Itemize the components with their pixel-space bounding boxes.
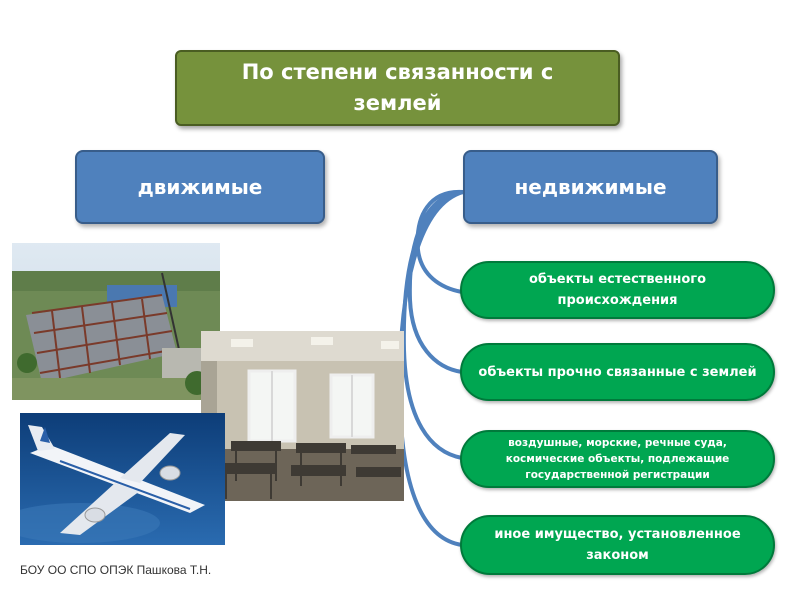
classroom-photo bbox=[201, 331, 404, 501]
immovable-item-label: воздушные, морские, речные суда, космиче… bbox=[505, 437, 730, 481]
title-box: По степени связанности с землей bbox=[175, 50, 620, 126]
category-movable-label: движимые bbox=[137, 175, 263, 199]
category-immovable: недвижимые bbox=[463, 150, 718, 224]
immovable-item-label: объекты прочно связанные с землей bbox=[478, 364, 757, 380]
immovable-item-label: объекты естественного происхождения bbox=[528, 272, 706, 308]
immovable-item-label: иное имущество, установленное законом bbox=[494, 527, 741, 563]
immovable-item-natural-objects: объекты естественного происхождения bbox=[460, 261, 775, 319]
immovable-item-other-property: иное имущество, установленное законом bbox=[460, 515, 775, 575]
immovable-item-registered-vessels: воздушные, морские, речные суда, космиче… bbox=[460, 430, 775, 488]
category-immovable-label: недвижимые bbox=[514, 175, 667, 199]
footer-author: БОУ ОО СПО ОПЭК Пашкова Т.Н. bbox=[20, 563, 212, 577]
category-movable: движимые bbox=[75, 150, 325, 224]
construction-site-photo bbox=[12, 243, 220, 400]
title-text: По степени связанности с землей bbox=[241, 60, 554, 115]
airplane-photo bbox=[20, 413, 225, 545]
immovable-item-land-bound-objects: объекты прочно связанные с землей bbox=[460, 343, 775, 401]
